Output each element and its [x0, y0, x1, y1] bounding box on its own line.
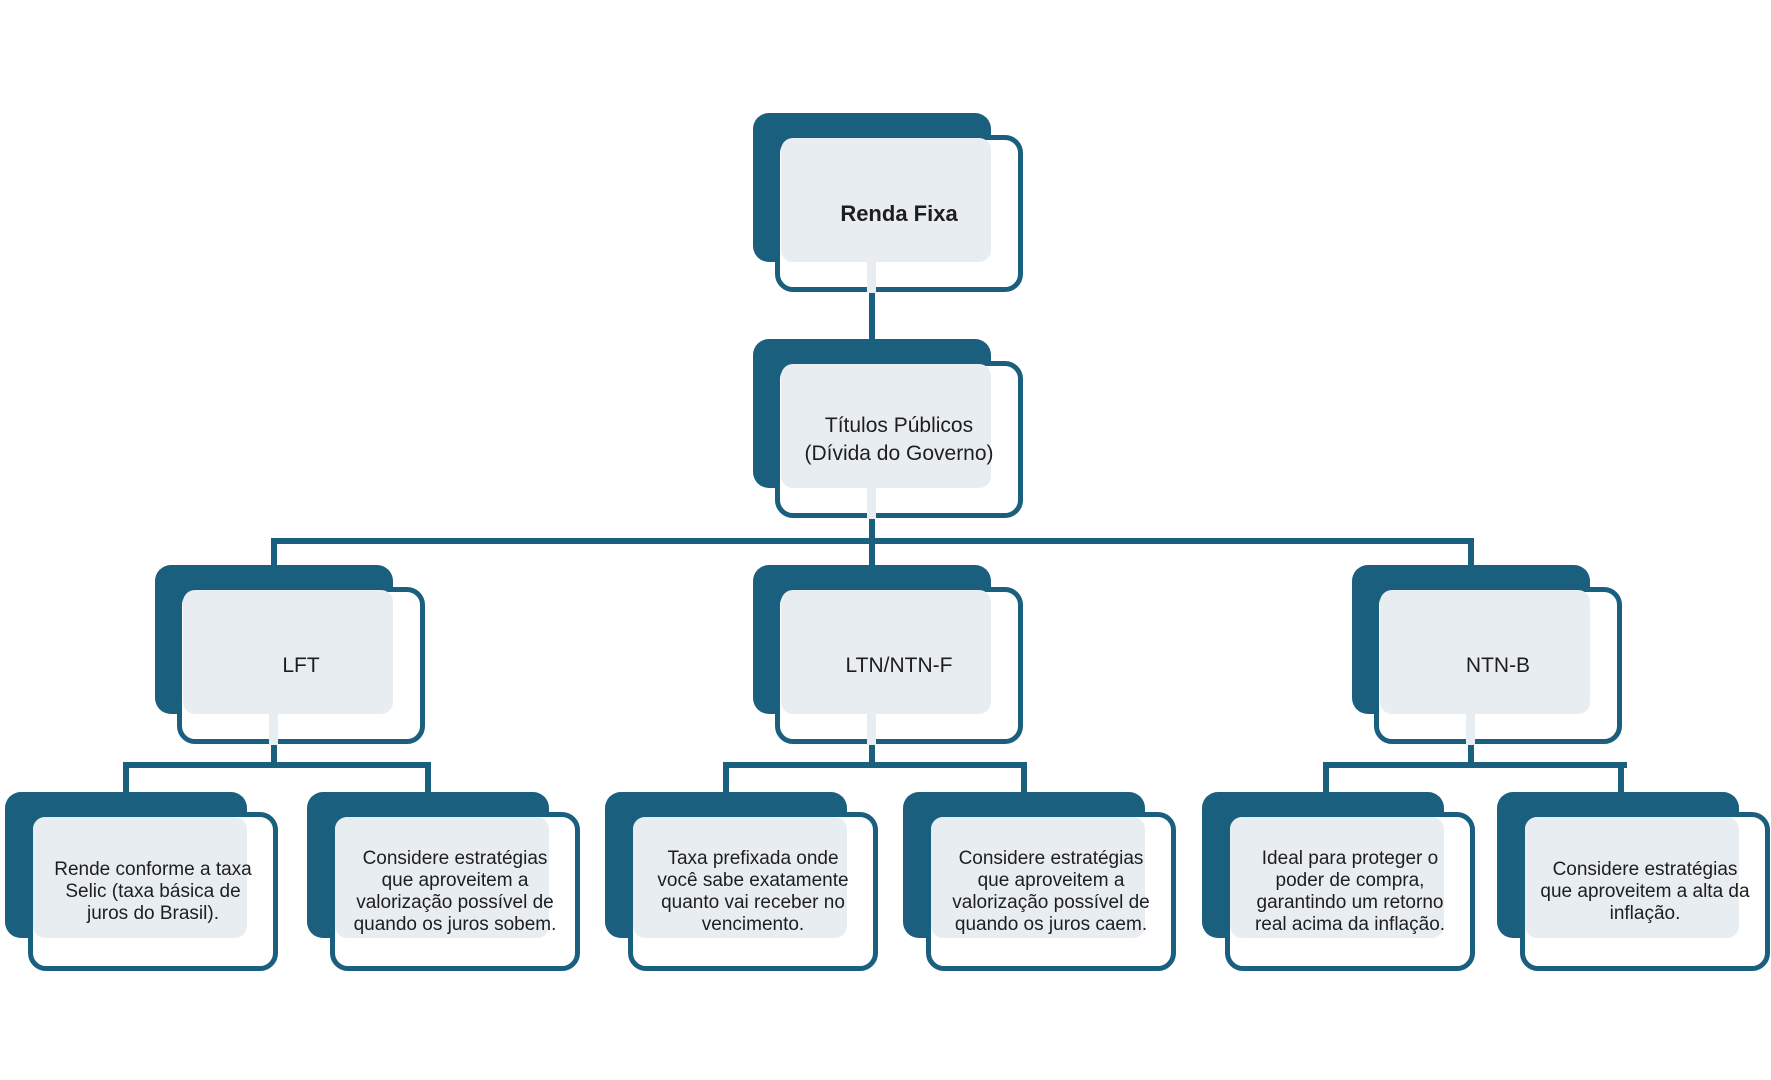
stripe-lft [269, 714, 278, 745]
node-renda-fixa-label: Renda Fixa [840, 200, 958, 226]
connector-ltn-bus [723, 762, 1027, 768]
connector-root-to-level2 [869, 291, 875, 341]
leaf-ltn-strategy-text: Considere estratégias que aproveitem a v… [952, 847, 1150, 935]
connector-drop-leaf4 [1021, 762, 1027, 794]
leaf-lft-strategy: Considere estratégias que aproveitem a v… [307, 792, 585, 978]
node-ltn-ntnf-label: LTN/NTN-F [845, 653, 953, 677]
leaf-lft-description: Rende conforme a taxa Selic (taxa básica… [5, 792, 283, 978]
stripe-ntnb [1466, 714, 1475, 745]
connector-lft-stub [271, 744, 277, 768]
node-plate [335, 817, 549, 938]
connector-drop-leaf3 [723, 762, 729, 794]
connector-ltn-stub [869, 744, 875, 768]
node-titulos-publicos-label: Títulos Públicos (Dívida do Governo) [804, 413, 994, 465]
stripe-ltn [867, 714, 876, 745]
node-ntnb: NTN-B [1352, 565, 1628, 747]
node-plate [781, 590, 991, 714]
node-plate [633, 817, 847, 938]
connector-drop-ntnb [1468, 538, 1474, 567]
leaf-lft-description-text: Rende conforme a taxa Selic (taxa básica… [54, 858, 252, 924]
node-ltn-ntnf: LTN/NTN-F [753, 565, 1029, 747]
connector-level3-bus [271, 538, 1474, 544]
leaf-ntnb-strategy-text: Considere estratégias que aproveitem a a… [1540, 858, 1750, 924]
node-plate [1230, 817, 1444, 938]
node-plate [183, 590, 393, 714]
node-renda-fixa: Renda Fixa [753, 113, 1029, 295]
connector-lft-bus [123, 762, 431, 768]
connector-drop-leaf6 [1618, 762, 1624, 794]
connector-drop-leaf1 [123, 762, 129, 794]
leaf-ltn-description-text: Taxa prefixada onde você sabe exatamente… [657, 847, 849, 935]
node-plate [1380, 590, 1590, 714]
node-ntnb-label: NTN-B [1465, 653, 1531, 677]
node-lft-label: LFT [282, 653, 320, 677]
leaf-ntnb-strategy: Considere estratégias que aproveitem a a… [1497, 792, 1771, 978]
node-plate [781, 364, 991, 488]
leaf-ntnb-description: Ideal para proteger o poder de compra, g… [1202, 792, 1480, 978]
connector-ntnb-bus [1323, 762, 1627, 768]
node-plate [33, 817, 247, 938]
connector-ntnb-stub [1468, 744, 1474, 768]
leaf-lft-strategy-text: Considere estratégias que aproveitem a v… [353, 847, 557, 935]
node-titulos-publicos: Títulos Públicos (Dívida do Governo) [753, 339, 1029, 521]
node-lft: LFT [155, 565, 431, 747]
leaf-ltn-description: Taxa prefixada onde você sabe exatamente… [605, 792, 883, 978]
stripe-root [867, 262, 876, 293]
leaf-ntnb-description-text: Ideal para proteger o poder de compra, g… [1254, 847, 1446, 935]
node-plate [1525, 817, 1739, 938]
connector-drop-leaf2 [425, 762, 431, 794]
node-plate [931, 817, 1145, 938]
connector-drop-lft [271, 538, 277, 567]
node-plate [781, 138, 991, 262]
stripe-level2 [867, 488, 876, 519]
connector-drop-leaf5 [1323, 762, 1329, 794]
leaf-ltn-strategy: Considere estratégias que aproveitem a v… [903, 792, 1181, 978]
